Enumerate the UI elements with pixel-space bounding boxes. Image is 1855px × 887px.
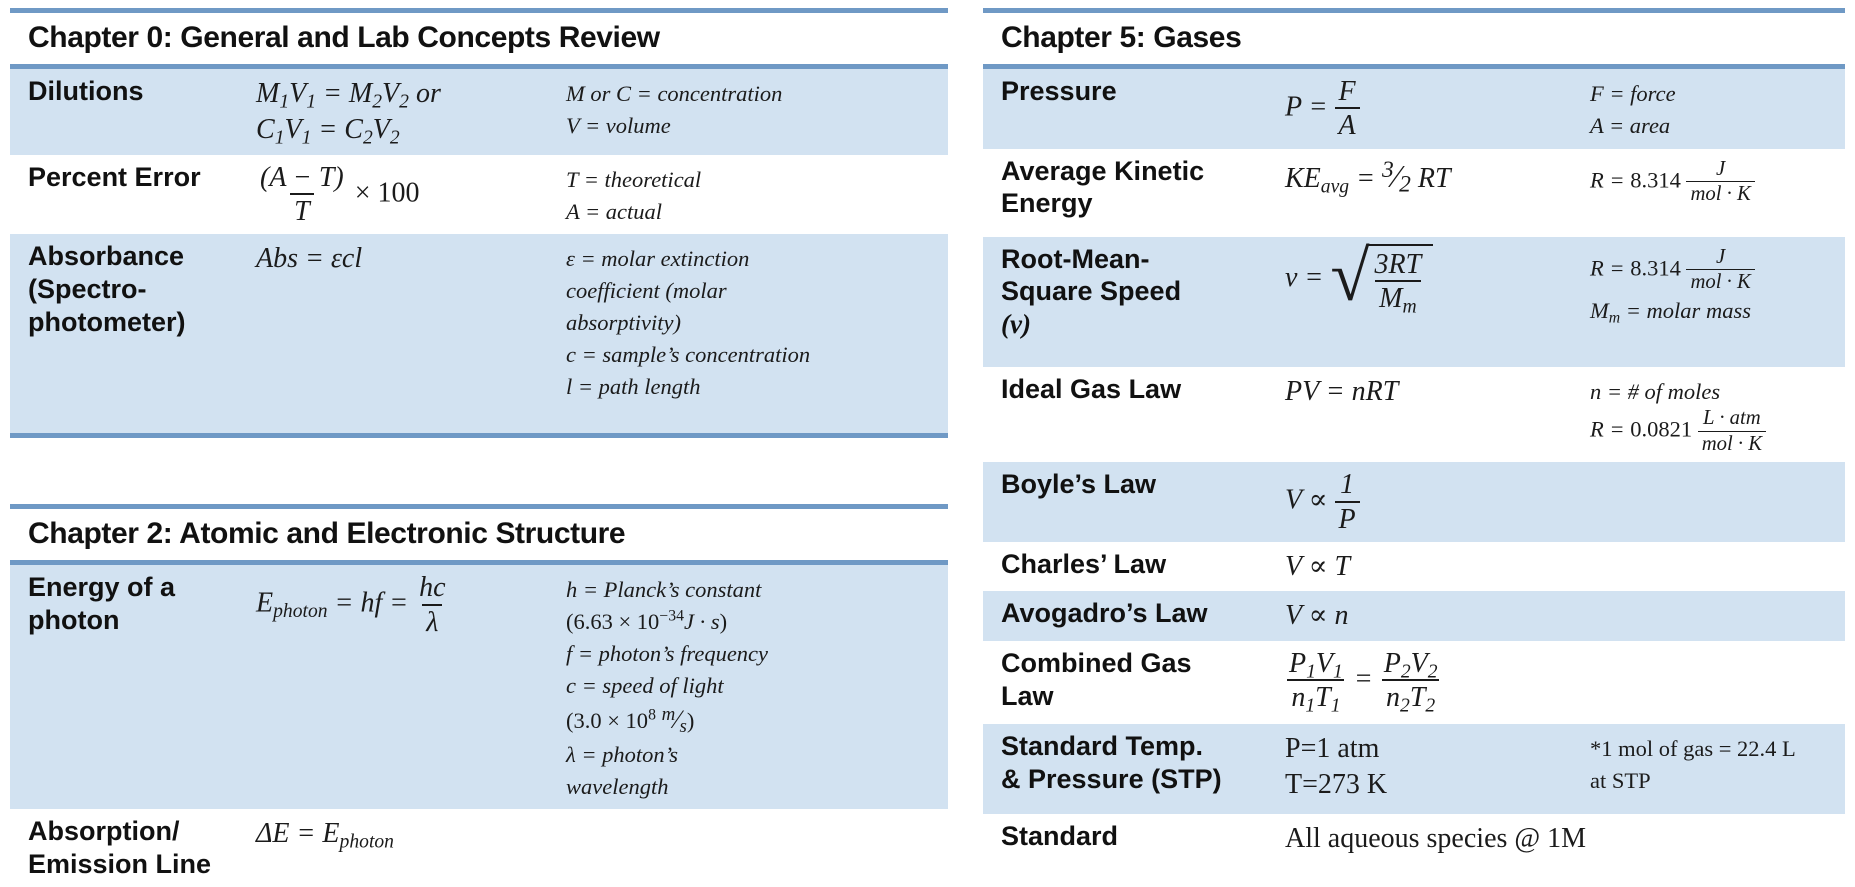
table-row: Absorbance(Spectro-photometer) Abs = εcl ε…	[10, 234, 948, 434]
row-label: Percent Error	[28, 161, 201, 192]
table-row: Charles’ Law V ∝ T	[983, 542, 1845, 591]
divider-line	[10, 8, 948, 13]
row-formula: PV = nRT	[1285, 375, 1399, 407]
chapter-title: Chapter 0: General and Lab Concepts Revi…	[28, 21, 660, 54]
divider-line	[10, 504, 948, 510]
row-label: Ideal Gas Law	[1001, 373, 1182, 404]
divider-line	[10, 433, 948, 439]
row-formula: (A − T)T × 100	[260, 161, 420, 228]
row-notes	[566, 809, 948, 887]
row-label: Pressure	[1001, 76, 1117, 106]
row-label: Charles’ Law	[1001, 549, 1167, 580]
row-formula: All aqueous species @ 1M	[1285, 822, 1587, 854]
table-row: Percent Error (A − T)T × 100 T = theoretic…	[10, 155, 948, 235]
document-page: { "colors": { "row_highlight": "#d2e2f1"…	[10, 8, 1845, 879]
chapter-2-section: Chapter 2: Atomic and Electronic Structu…	[10, 504, 948, 886]
row-label: Absorbance(Spectro-photometer)	[28, 241, 186, 338]
row-label: Root-Mean-Square Speed(v)	[1001, 243, 1182, 340]
row-label: Standard	[1001, 820, 1119, 851]
row-notes: h = Planck’s constant(6.63 × 10−34J · s)…	[566, 577, 769, 799]
divider-line	[983, 8, 1845, 13]
row-label: Standard Temp.& Pressure (STP)	[1001, 730, 1222, 794]
table-row: Avogadro’s Law V ∝ n	[983, 591, 1845, 641]
row-notes	[1590, 462, 1845, 542]
divider-line	[10, 560, 948, 566]
row-label: Dilutions	[28, 76, 144, 106]
chapter-title: Chapter 5: Gases	[1001, 21, 1242, 54]
table-row: Standard All aqueous species @ 1M	[983, 814, 1845, 863]
row-notes	[1590, 591, 1845, 640]
row-label: Avogadro’s Law	[1001, 598, 1208, 629]
chapter-title: Chapter 2: Atomic and Electronic Structu…	[28, 517, 626, 551]
row-notes	[1590, 814, 1845, 863]
row-formula: V ∝ n	[1285, 600, 1349, 632]
divider-line	[983, 64, 1845, 69]
left-column: Chapter 0: General and Lab Concepts Revi…	[10, 8, 948, 887]
divider-line	[10, 64, 948, 69]
row-notes	[1590, 542, 1845, 591]
row-formula: KEavg = 3⁄2 RT	[1285, 156, 1451, 198]
row-label: Boyle’s Law	[1001, 469, 1157, 500]
chapter-0-section: Chapter 0: General and Lab Concepts Revi…	[10, 8, 948, 439]
table-row: Absorption/Emission Line ΔE = Ephoton	[10, 809, 948, 887]
row-formula: Abs = εcl	[256, 243, 363, 275]
row-formula: V ∝ T	[1285, 551, 1351, 583]
row-label: Absorption/Emission Line	[28, 815, 212, 879]
row-notes	[1590, 641, 1845, 724]
row-formula: ΔE = Ephoton	[256, 817, 394, 853]
